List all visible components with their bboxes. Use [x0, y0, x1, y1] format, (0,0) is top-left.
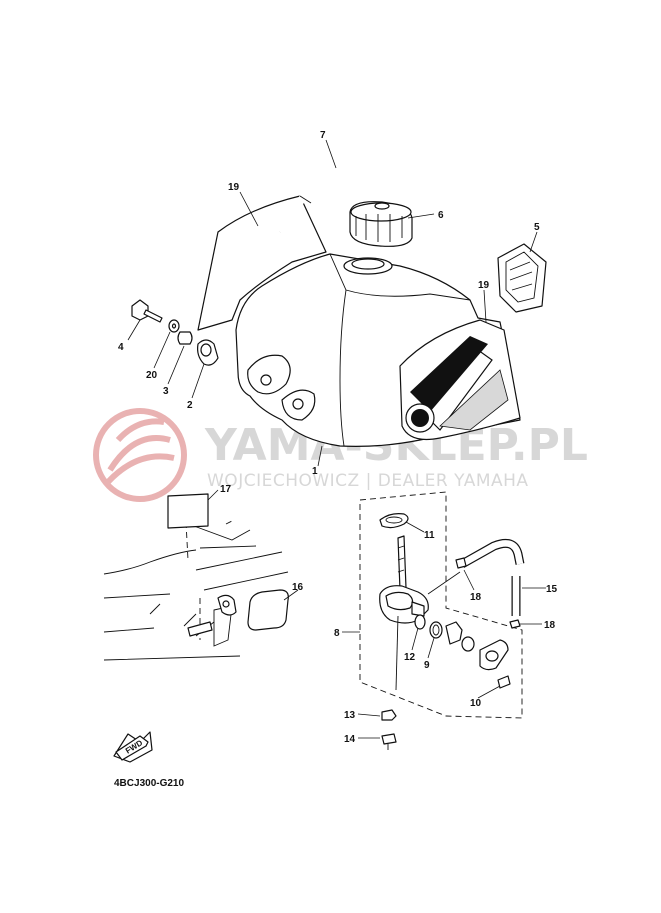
forward-arrow-icon: FWD — [113, 731, 153, 763]
callout-12: 12 — [404, 652, 416, 663]
watermark-subtitle: WOJCIECHOWICZ | DEALER YAMAHA — [207, 471, 529, 491]
callout-19-left: 19 — [228, 182, 240, 193]
damper-plate — [497, 243, 547, 313]
callout-4: 4 — [118, 342, 124, 353]
callout-1: 1 — [312, 466, 318, 477]
fuel-cock-assembly — [359, 491, 525, 750]
mounting-hardware — [131, 299, 219, 366]
callout-2: 2 — [187, 400, 193, 411]
callout-labels: 7 19 6 5 19 4 20 3 2 1 17 16 11 18 15 18… — [118, 130, 558, 745]
callout-18-lower: 18 — [544, 620, 556, 631]
callout-3: 3 — [163, 386, 169, 397]
callout-7: 7 — [320, 130, 326, 141]
callout-14: 14 — [344, 734, 356, 745]
callout-5: 5 — [534, 222, 540, 233]
callout-13: 13 — [344, 710, 356, 721]
diagram-code: 4BCJ300-G210 — [114, 778, 184, 789]
watermark-logo-icon — [93, 408, 187, 502]
callout-8: 8 — [334, 628, 340, 639]
callout-15: 15 — [546, 584, 558, 595]
frame-area — [103, 493, 289, 661]
leader-lines — [127, 139, 546, 739]
callout-18-upper: 18 — [470, 592, 482, 603]
callout-20: 20 — [146, 370, 158, 381]
callout-16: 16 — [292, 582, 304, 593]
fuel-cap — [349, 201, 413, 247]
breather-hose — [276, 161, 396, 235]
callout-11: 11 — [424, 530, 435, 541]
callout-17: 17 — [220, 484, 232, 495]
callout-9: 9 — [424, 660, 430, 671]
side-cover-right — [399, 319, 521, 441]
callout-6: 6 — [438, 210, 444, 221]
callout-10: 10 — [470, 698, 482, 709]
callout-19-right: 19 — [478, 280, 490, 291]
side-cover-left — [197, 195, 327, 331]
